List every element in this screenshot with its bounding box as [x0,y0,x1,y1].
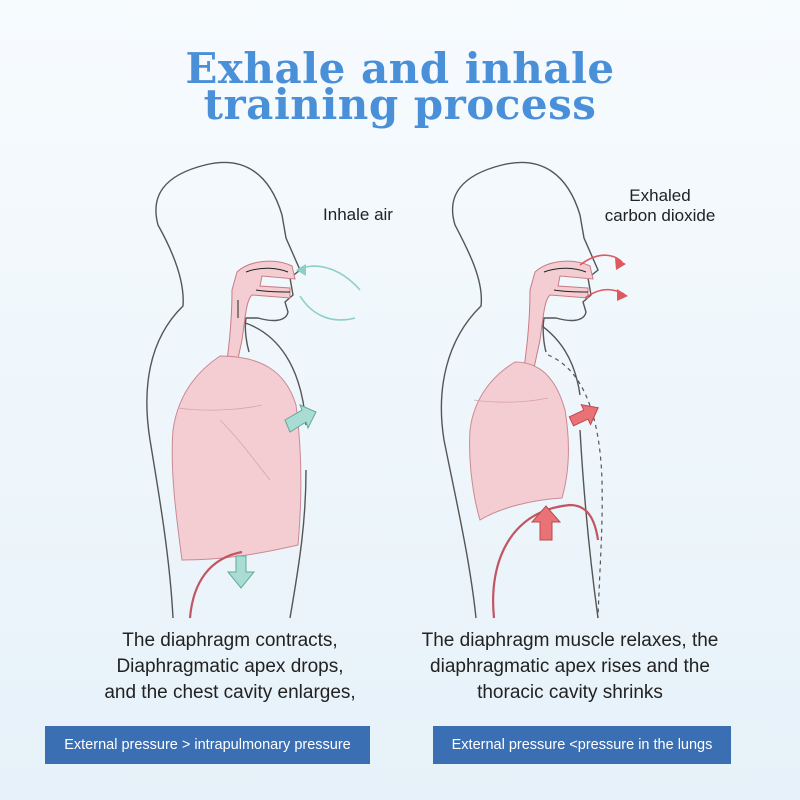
nasal-passage-right [523,260,594,369]
right-caption-line-2: diaphragmatic apex rises and the [430,656,710,677]
body-outline-right [440,161,599,619]
lung-right [469,361,569,521]
diaphragm-up-arrow-icon [530,505,562,541]
right-caption: The diaphragm muscle relaxes, the diaphr… [395,628,745,706]
exhaled-label-line-2: carbon dioxide [604,206,716,225]
expansion-arrow-icon [284,404,317,433]
body-outline-left [146,161,301,619]
left-pressure-badge: External pressure > intrapulmonary press… [45,726,370,764]
right-caption-line-3: thoracic cavity shrinks [477,682,663,703]
inhale-figure [146,161,361,619]
diaphragm-left [188,550,243,619]
left-caption-line-1: The diaphragm contracts, [122,630,338,651]
inhale-air-label: Inhale air [323,205,393,224]
title-line-2: training process [203,80,597,129]
right-pressure-badge: External pressure <pressure in the lungs [433,726,731,764]
left-caption-line-2: Diaphragmatic apex drops, [116,656,344,677]
left-caption-line-3: and the chest cavity enlarges, [104,682,356,703]
right-caption-line-1: The diaphragm muscle relaxes, the [421,630,719,651]
compression-arrow-icon [568,403,599,427]
lung-left [171,355,302,561]
exhale-figure [440,161,628,619]
diaphragm-down-arrow-icon [226,555,256,589]
left-caption: The diaphragm contracts, Diaphragmatic a… [60,628,400,706]
title-line-1: Exhale and inhale [185,44,615,93]
nasal-passage-left [225,260,296,369]
exhaled-label-line-1: Exhaled [629,186,691,205]
